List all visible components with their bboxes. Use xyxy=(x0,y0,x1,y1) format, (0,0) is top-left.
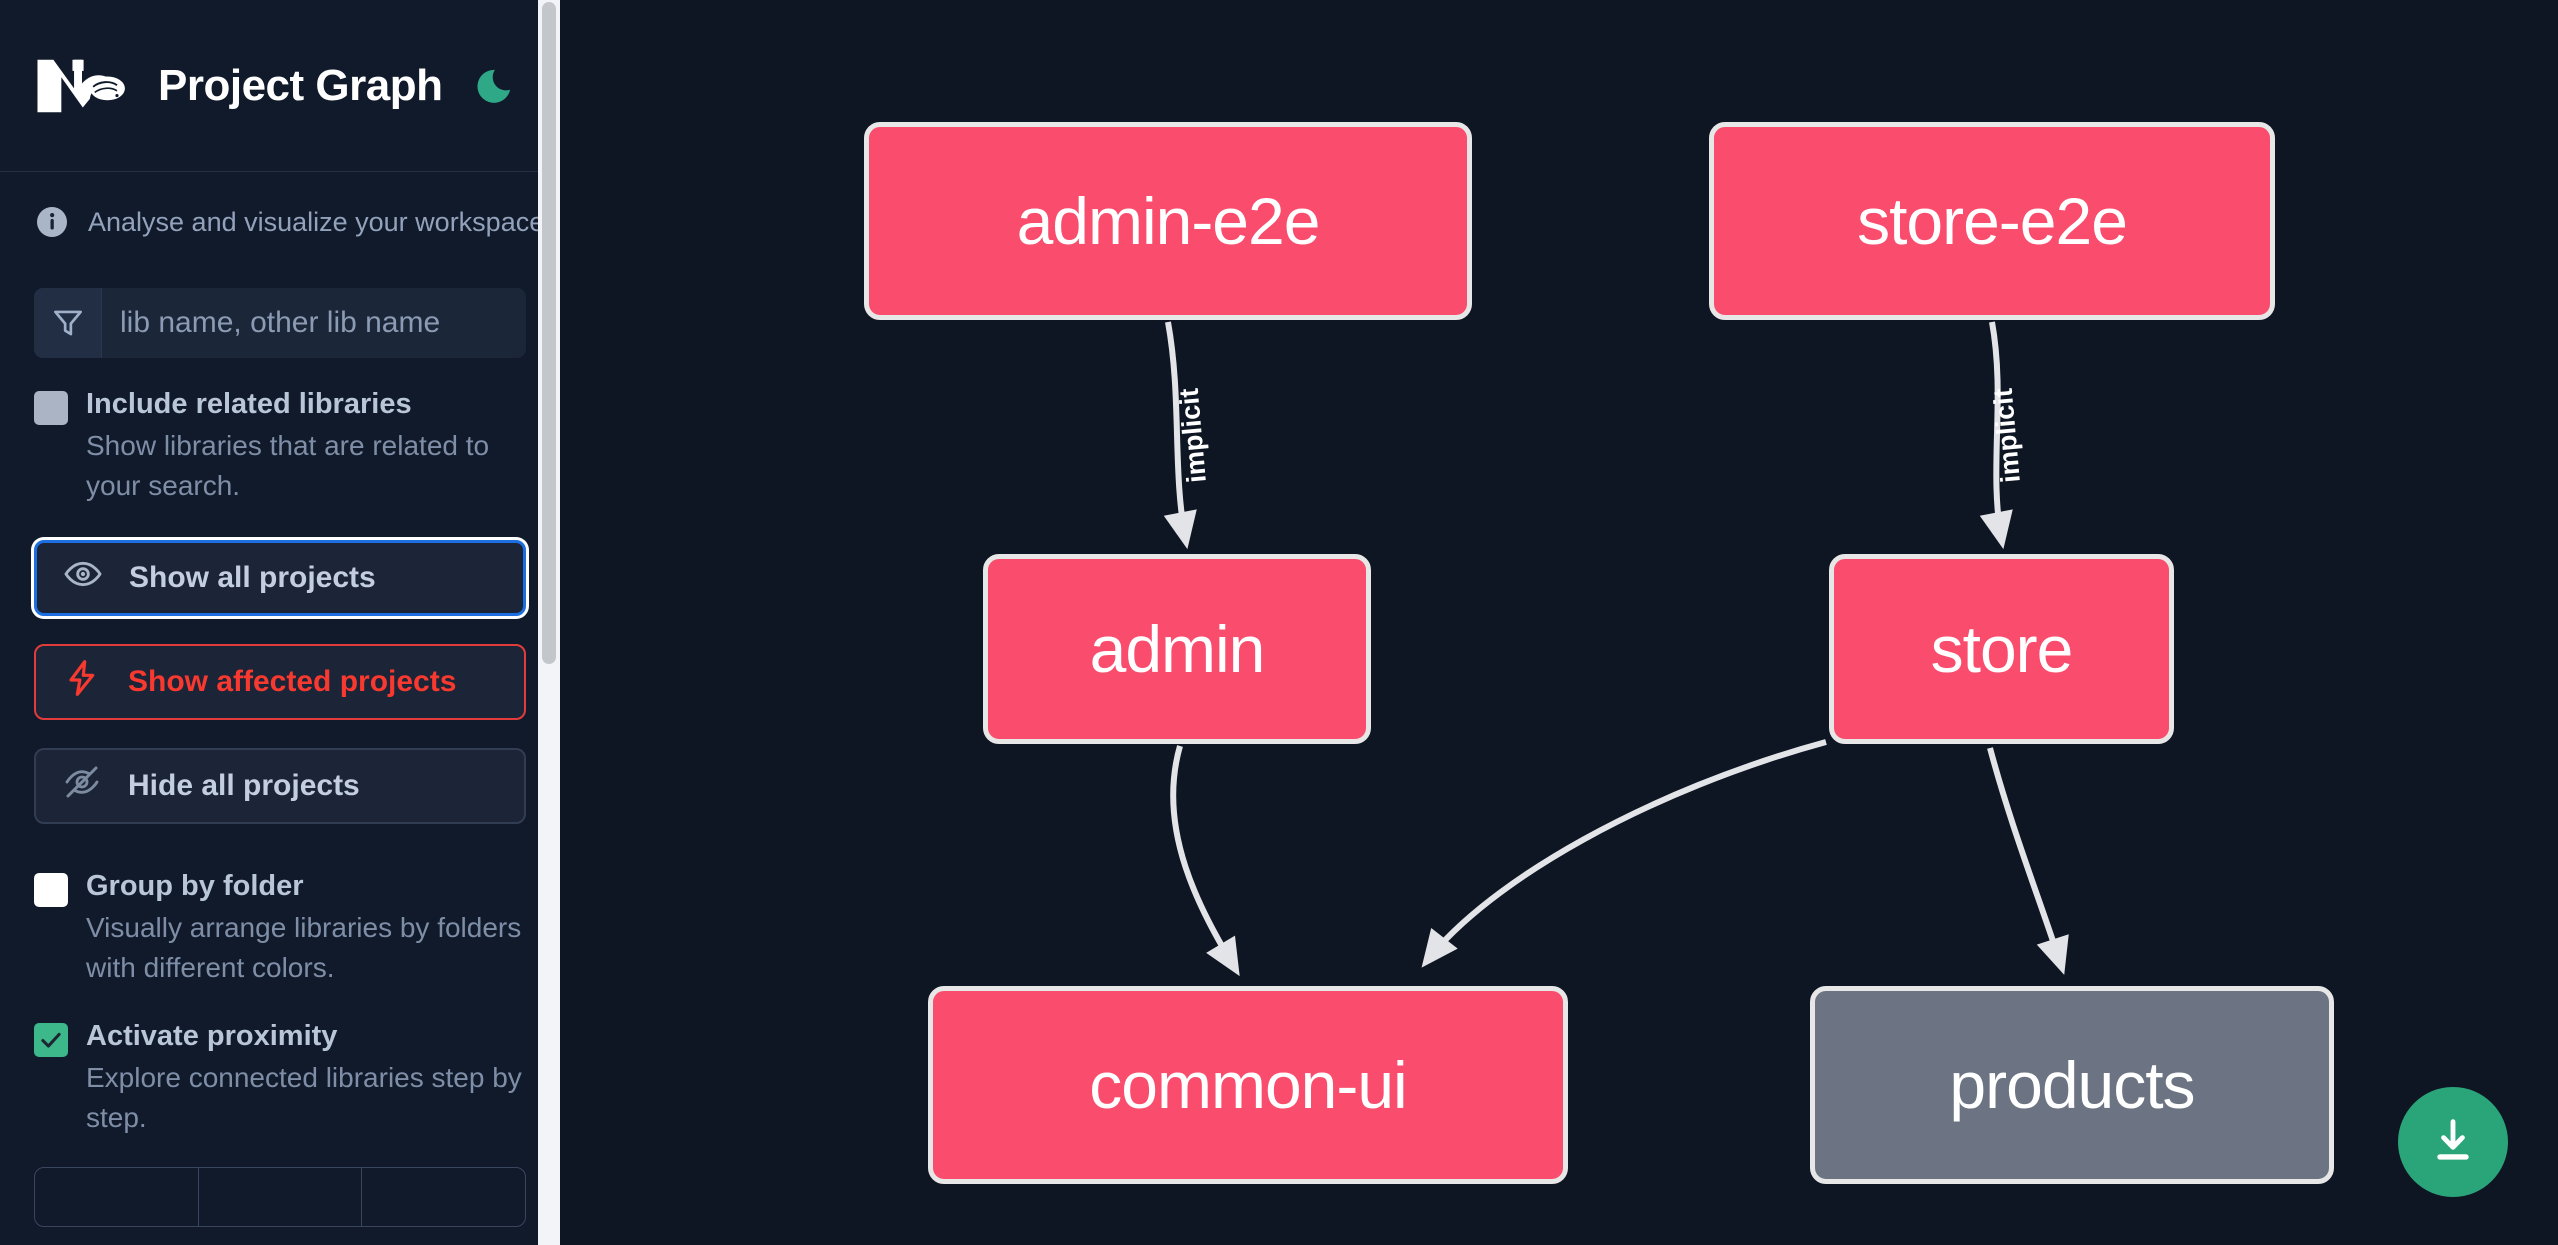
option-description: Show libraries that are related to your … xyxy=(86,430,490,501)
show-all-projects-label: Show all projects xyxy=(129,560,376,594)
option-group-by-folder[interactable]: Group by folder Visually arrange librari… xyxy=(0,824,560,988)
edge-admin-to-common-ui xyxy=(1170,745,1240,977)
sidebar-scroll-area[interactable]: Project Graph Analyse and visualize yo xyxy=(0,0,560,1245)
segment-2[interactable] xyxy=(199,1168,363,1227)
sidebar-scrollbar[interactable] xyxy=(538,0,560,1245)
option-description: Explore connected libraries step by step… xyxy=(86,1061,522,1133)
edge-store-to-products xyxy=(1987,747,2069,975)
graph-canvas[interactable]: implicit implicit admin-e2e store-e2e ad… xyxy=(560,0,2558,1245)
graph-node-common-ui[interactable]: common-ui xyxy=(928,986,1568,1184)
search-input[interactable] xyxy=(102,288,526,358)
show-affected-projects-button[interactable]: Show affected projects xyxy=(34,643,526,720)
edge-admin-e2e-to-admin xyxy=(1163,321,1197,550)
graph-node-products[interactable]: products xyxy=(1810,986,2334,1184)
eye-off-icon xyxy=(62,762,102,810)
segment-3[interactable] xyxy=(362,1168,525,1226)
edge-store-to-common-ui xyxy=(1421,739,1827,968)
segment-1[interactable] xyxy=(35,1168,199,1227)
hide-all-projects-label: Hide all projects xyxy=(128,768,360,802)
graph-node-store-e2e[interactable]: store-e2e xyxy=(1709,122,2275,320)
graph-node-admin-e2e[interactable]: admin-e2e xyxy=(864,122,1472,320)
option-label: Activate proximity xyxy=(86,1019,338,1052)
option-activate-proximity[interactable]: Activate proximity Explore connected lib… xyxy=(0,988,560,1138)
projects-button-group: Show all projects Show affected projects xyxy=(0,506,560,824)
nx-logo xyxy=(34,55,130,117)
option-include-related-libraries[interactable]: Include related libraries Show libraries… xyxy=(0,358,560,506)
option-text-block: Activate proximity Explore connected lib… xyxy=(86,1018,526,1138)
show-all-projects-button[interactable]: Show all projects xyxy=(34,539,526,616)
option-text-block: Group by folder Visually arrange librari… xyxy=(86,868,526,988)
group-by-folder-checkbox[interactable] xyxy=(34,872,68,907)
sidebar-scrollbar-thumb[interactable] xyxy=(542,2,556,664)
option-text-block: Include related libraries Show libraries… xyxy=(86,386,526,506)
analyse-text: Analyse and visualize your workspace. xyxy=(88,206,552,237)
graph-node-store[interactable]: store xyxy=(1829,554,2174,744)
include-related-libraries-checkbox[interactable] xyxy=(34,391,68,425)
edge-store-e2e-to-store xyxy=(1979,321,2013,550)
analyse-banner: Analyse and visualize your workspace. xyxy=(0,172,560,240)
bottom-segmented-control[interactable] xyxy=(34,1167,526,1228)
lightning-bolt-icon xyxy=(62,658,102,706)
info-icon xyxy=(34,204,70,240)
sidebar: Project Graph Analyse and visualize yo xyxy=(0,0,560,1245)
sidebar-header: Project Graph xyxy=(0,0,560,172)
download-icon xyxy=(2424,1112,2482,1173)
option-description: Visually arrange libraries by folders wi… xyxy=(86,912,522,983)
check-icon xyxy=(41,1032,61,1048)
option-label: Group by folder xyxy=(86,869,304,902)
graph-node-admin[interactable]: admin xyxy=(983,554,1371,744)
option-label: Include related libraries xyxy=(86,388,412,420)
show-affected-projects-label: Show affected projects xyxy=(128,664,457,698)
activate-proximity-checkbox[interactable] xyxy=(34,1022,68,1057)
search-box[interactable] xyxy=(34,288,526,358)
moon-icon[interactable] xyxy=(470,62,518,110)
page-title: Project Graph xyxy=(158,60,443,110)
graph-edges xyxy=(1163,321,2069,977)
filter-funnel-icon xyxy=(34,288,102,358)
hide-all-projects-button[interactable]: Hide all projects xyxy=(34,747,526,824)
eye-icon xyxy=(63,554,103,602)
download-button[interactable] xyxy=(2398,1087,2508,1197)
